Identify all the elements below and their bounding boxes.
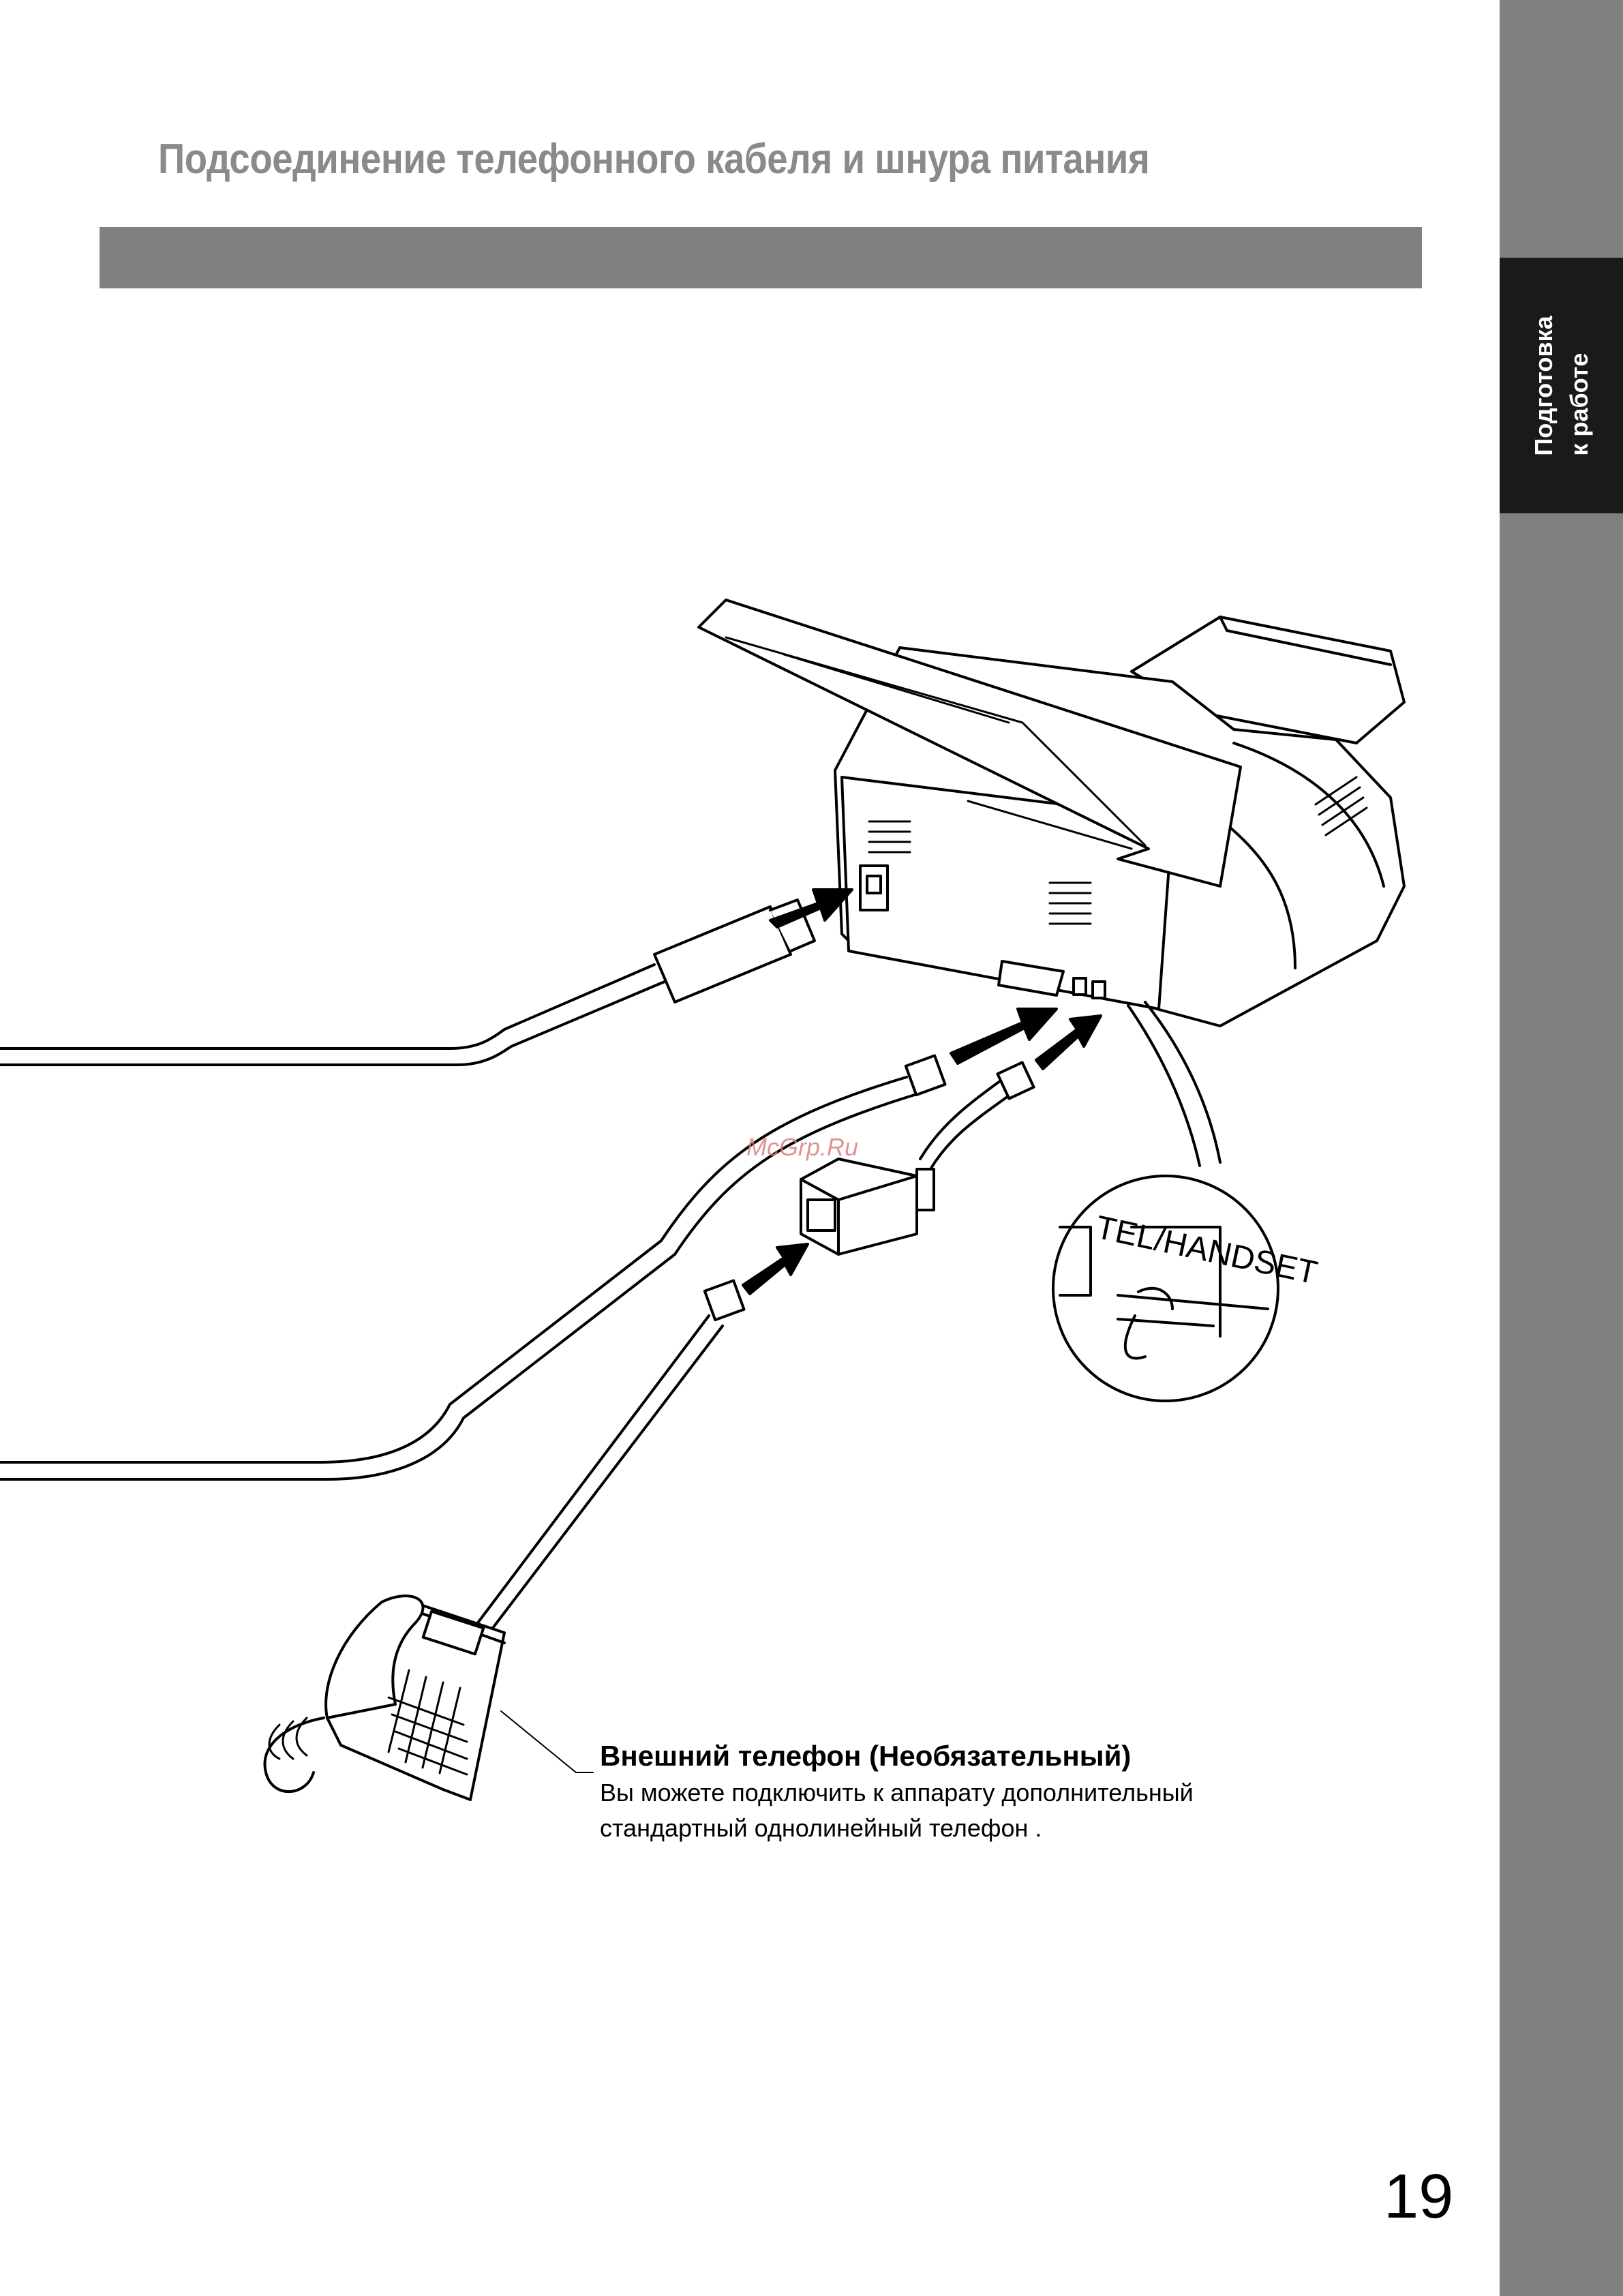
tel-arrow: [1036, 1016, 1101, 1069]
line-cord: [0, 1055, 945, 1479]
telephone-cord: [470, 1280, 744, 1640]
caption-line: Вы можете подключить к аппарату дополнит…: [600, 1775, 1194, 1811]
caption: Внешний телефон (Необязательный) Вы може…: [600, 1737, 1194, 1846]
watermark: McGrp.Ru: [746, 1133, 858, 1162]
fax-machine: [699, 600, 1404, 1026]
phone-adapter: [801, 1159, 934, 1254]
telephone: [264, 1596, 593, 1800]
adapter-arrow: [743, 1244, 808, 1294]
caption-line: стандартный однолинейный телефон .: [600, 1811, 1194, 1846]
caption-heading: Внешний телефон (Необязательный): [600, 1737, 1194, 1775]
page-number: 19: [1384, 2161, 1453, 2233]
power-cord: [0, 900, 815, 1065]
zoom-detail: [1053, 1002, 1278, 1401]
